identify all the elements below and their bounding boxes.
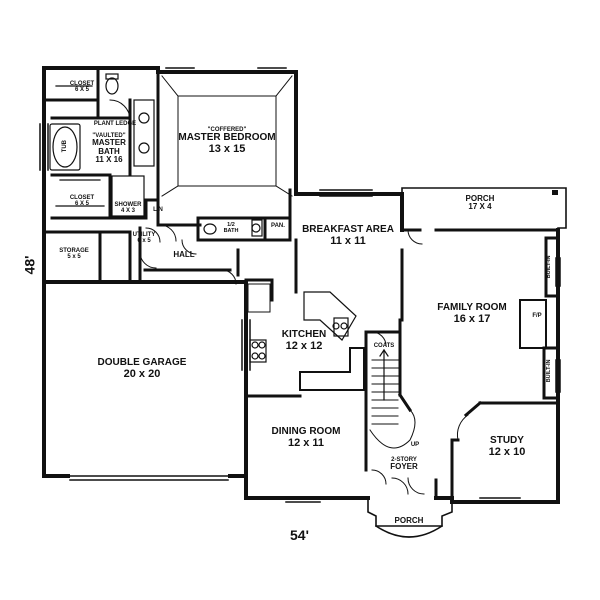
dining-name: DINING ROOM xyxy=(271,426,341,437)
pantry-name: PAN. xyxy=(271,223,285,229)
half-bath-name: 1/2 xyxy=(227,222,235,228)
stair-up-name: UP xyxy=(410,442,420,448)
master-bath-size: 11 X 16 xyxy=(95,155,123,165)
front-porch-outline xyxy=(367,497,453,538)
foyer-name2: FOYER xyxy=(390,462,418,472)
half-bath-name2: BATH xyxy=(223,227,239,234)
master-bath-label: "VAULTED" MASTER BATH 11 X 16 xyxy=(80,133,138,164)
door-swings xyxy=(109,99,469,495)
kitchen-label: KITCHEN 12 x 12 xyxy=(272,329,336,352)
rear-porch-outline xyxy=(401,187,567,229)
garage-label: DOUBLE GARAGE 20 x 20 xyxy=(88,357,196,380)
built-in-bottom-label: BUILT-IN xyxy=(546,349,553,393)
exterior-walls xyxy=(42,66,560,504)
staircase xyxy=(369,348,416,449)
tub-label: TUB xyxy=(62,131,68,161)
pantry-label: PAN. xyxy=(266,223,290,229)
fireplace-label: F/P xyxy=(524,313,550,319)
shower-label: SHOWER 4 X 3 xyxy=(108,202,148,215)
fireplace-hearth xyxy=(552,190,558,195)
stair-up-label: UP xyxy=(406,442,424,448)
kitchen-size: 12 x 12 xyxy=(285,339,323,352)
plant-ledge-label: PLANT LEDGE xyxy=(88,121,142,127)
family-room-label: FAMILY ROOM 16 x 17 xyxy=(428,302,516,325)
built-in-bottom-name: BUILT-IN xyxy=(546,359,553,383)
closet-lower-name: CLOSET xyxy=(69,195,95,201)
closet-lower-size: 6 X 5 xyxy=(74,201,89,208)
foyer-label: 2-STORY FOYER xyxy=(380,457,428,472)
window-markers xyxy=(39,67,561,503)
porch-rear-size: 17 X 4 xyxy=(468,202,492,212)
storage-label: STORAGE 5 x 5 xyxy=(52,248,96,261)
coffered-ceiling xyxy=(161,75,293,197)
plant-ledge-name: PLANT LEDGE xyxy=(93,121,137,127)
master-bath-name2: BATH xyxy=(98,146,120,156)
utility-size: 6 x 5 xyxy=(137,238,151,245)
dining-size: 12 x 11 xyxy=(287,436,325,449)
linen-label: LIN xyxy=(143,207,173,213)
garage-name: DOUBLE GARAGE xyxy=(97,357,187,368)
fireplace-name: F/P xyxy=(532,313,542,319)
coats-name: COATS xyxy=(373,343,395,349)
shower-size: 4 X 3 xyxy=(120,208,135,215)
breakfast-label: BREAKFAST AREA 11 x 11 xyxy=(298,224,398,247)
built-in-top-label: BUILT-IN xyxy=(546,245,553,289)
closet-top-label: CLOSET 6 X 5 xyxy=(60,81,104,94)
interior-walls xyxy=(42,66,560,500)
breakfast-name: BREAKFAST AREA xyxy=(302,224,394,235)
storage-size: 5 x 5 xyxy=(67,254,81,261)
closet-top-size: 6 X 5 xyxy=(74,87,89,94)
hall-label: HALL xyxy=(166,250,202,259)
hall-name: HALL xyxy=(173,250,195,259)
porch-front-name: PORCH xyxy=(394,516,424,525)
closet-top-name: CLOSET xyxy=(69,81,95,87)
master-bedroom-label: "COFFERED" MASTER BEDROOM 13 x 15 xyxy=(172,127,282,155)
master-bath-note: "VAULTED" xyxy=(92,133,126,139)
family-room-name: FAMILY ROOM xyxy=(437,302,507,313)
family-room-size: 16 x 17 xyxy=(453,312,491,325)
study-size: 12 x 10 xyxy=(488,445,526,458)
study-name: STUDY xyxy=(490,435,524,446)
utility-name: UTILITY xyxy=(132,232,156,238)
study-label: STUDY 12 x 10 xyxy=(476,435,538,458)
storage-name: STORAGE xyxy=(59,248,89,254)
closet-lower-label: CLOSET 6 X 5 xyxy=(60,195,104,208)
master-bedroom-name: MASTER BEDROOM xyxy=(178,132,276,144)
tub-name: TUB xyxy=(61,139,68,153)
garage-size: 20 x 20 xyxy=(123,367,161,380)
porch-rear-label: PORCH 17 X 4 xyxy=(450,194,510,212)
kitchen-fixtures xyxy=(249,291,357,363)
half-bath-label: 1/2 BATH xyxy=(218,222,244,235)
master-bedroom-note: "COFFERED" xyxy=(207,127,247,133)
kitchen-name: KITCHEN xyxy=(281,329,327,340)
width-dimension: 54' xyxy=(290,527,309,543)
bath-fixtures xyxy=(49,73,263,237)
foyer-name: 2-STORY xyxy=(391,457,417,463)
porch-front-label: PORCH xyxy=(384,516,434,525)
shower-name: SHOWER xyxy=(114,202,142,208)
breakfast-size: 11 x 11 xyxy=(330,234,366,247)
master-bedroom-size: 13 x 15 xyxy=(208,142,246,155)
porch-rear-name: PORCH xyxy=(465,194,495,203)
utility-label: UTILITY 6 x 5 xyxy=(126,232,162,245)
depth-dimension: 48' xyxy=(21,255,38,275)
dining-label: DINING ROOM 12 x 11 xyxy=(264,426,348,449)
built-in-top-name: BUILT-IN xyxy=(546,255,553,279)
master-bath-name: MASTER xyxy=(92,138,126,148)
linen-name: LIN xyxy=(153,207,163,213)
coats-label: COATS xyxy=(368,343,400,349)
